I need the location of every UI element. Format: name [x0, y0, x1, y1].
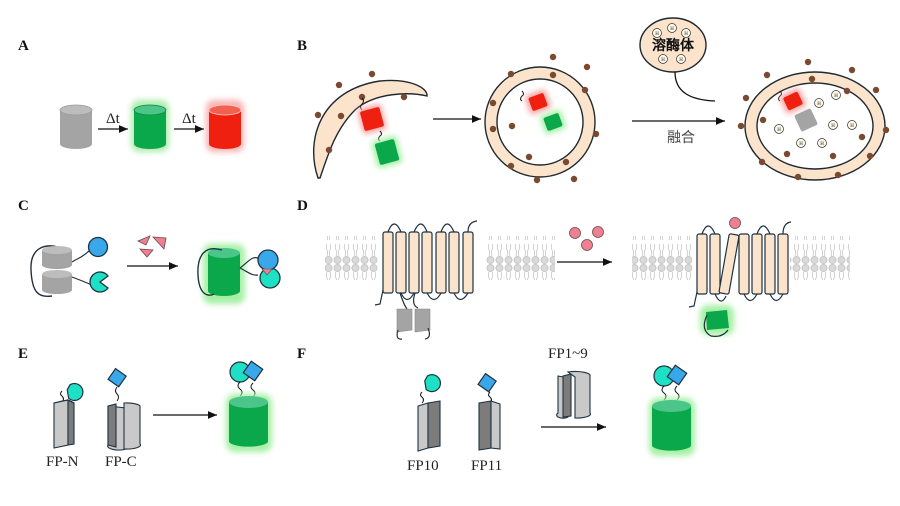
fp1-9-barrel — [556, 370, 592, 419]
fp11-label: FP11 — [471, 458, 502, 474]
split-fp-inactive — [396, 308, 431, 340]
lysosome-protons — [652, 23, 691, 64]
svg-text:H: H — [684, 32, 688, 37]
fp-n-fragment — [53, 382, 84, 449]
ligand-triangles — [137, 235, 167, 258]
fp-n-label: FP-N — [46, 454, 79, 470]
receptor-dots-autophagosome — [489, 53, 600, 184]
binding-domain-blue — [87, 236, 109, 258]
gpcr-inactive — [374, 220, 486, 340]
panel-c: C — [18, 198, 281, 304]
panel-b: B — [297, 17, 890, 184]
svg-text:H: H — [850, 124, 854, 129]
lysosome: 溶酶体 H H H H H — [639, 17, 707, 73]
lysosome-label: 溶酶体 — [652, 37, 695, 54]
cylinder-red — [206, 100, 244, 152]
panel-label-c: C — [18, 198, 29, 214]
svg-text:H: H — [655, 32, 659, 37]
bound-ligand — [729, 217, 741, 229]
panel-label-a: A — [18, 38, 29, 54]
ligand-circles — [569, 226, 604, 251]
receptor-dots-phagophore — [314, 70, 408, 154]
panel-e: E FP-N FP-C — [18, 346, 272, 470]
receptor-dots-autolysosome — [737, 58, 890, 181]
binding-domain-cyan — [89, 271, 109, 293]
tandem-reporter-phagophore — [357, 97, 403, 169]
fp-reconstituted-e — [226, 360, 272, 452]
fp10-label: FP10 — [407, 458, 439, 474]
fp11-fragment — [477, 372, 501, 451]
panel-label-f: F — [297, 346, 306, 362]
fp1-9-label: FP1~9 — [548, 346, 588, 362]
autolysosome-protons — [774, 90, 857, 148]
delta-t-label-2: Δt — [182, 111, 197, 127]
svg-text:H: H — [661, 58, 665, 63]
gpcr-active — [688, 217, 792, 337]
panel-f: F FP10 FP11 FP1~9 — [297, 346, 695, 474]
svg-text:H: H — [820, 142, 824, 147]
svg-text:H: H — [777, 128, 781, 133]
fusion-label: 融合 — [667, 130, 695, 146]
svg-text:H: H — [834, 94, 838, 99]
fp-c-label: FP-C — [105, 454, 137, 470]
fp-c-fragment — [107, 367, 142, 451]
panel-label-e: E — [18, 346, 28, 362]
panel-label-b: B — [297, 38, 307, 54]
delta-t-label-1: Δt — [106, 111, 121, 127]
split-sensor-active — [197, 244, 281, 304]
fp-reconstituted-f — [649, 364, 695, 456]
panel-a: A Δt Δt — [18, 38, 244, 152]
autolysosome: H H H H H H H — [737, 58, 890, 181]
svg-text:H: H — [817, 102, 821, 107]
fp10-fragment — [417, 374, 441, 452]
panel-d: D — [297, 198, 850, 340]
svg-text:H: H — [670, 27, 674, 32]
svg-text:H: H — [799, 142, 803, 147]
fp-reconstituted — [700, 305, 734, 337]
split-sensor-inactive — [30, 236, 109, 298]
cylinder-green — [131, 100, 169, 152]
svg-text:H: H — [831, 124, 835, 129]
fusion-curve — [674, 71, 716, 102]
panel-label-d: D — [297, 198, 308, 214]
cylinder-gray — [59, 104, 93, 149]
phagophore-membrane — [312, 79, 428, 179]
svg-text:H: H — [679, 58, 683, 63]
autophagosome — [484, 53, 600, 184]
